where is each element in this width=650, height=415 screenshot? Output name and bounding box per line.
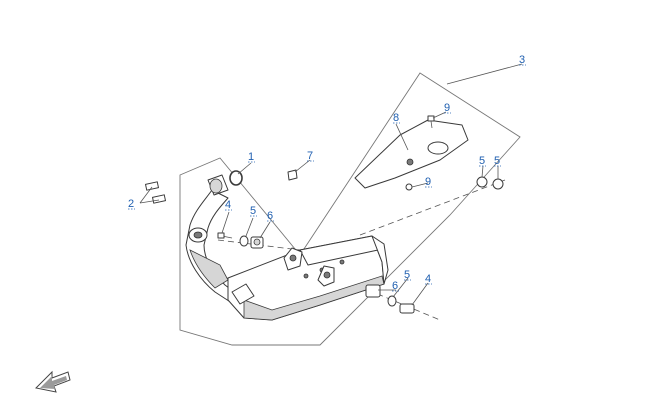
exhaust-tail (371, 235, 389, 285)
callout-5-lower[interactable]: 5 (404, 269, 410, 281)
bushing-lower (365, 284, 381, 298)
callout-6-lower[interactable]: 6 (392, 280, 398, 292)
washer-lower (387, 295, 397, 307)
callout-3[interactable]: 3 (519, 54, 525, 66)
callout-5-rear-1[interactable]: 5 (479, 155, 485, 167)
callout-9-upper[interactable]: 9 (444, 102, 450, 114)
heat-shield (354, 119, 469, 189)
screw-upper (427, 115, 435, 129)
callout-9-lower[interactable]: 9 (425, 176, 431, 188)
callout-1[interactable]: 1 (248, 151, 254, 163)
callout-5-front[interactable]: 5 (250, 205, 256, 217)
clip-bracket (287, 169, 298, 181)
muffler-bracket-front (283, 247, 303, 271)
bushing-front (250, 236, 264, 249)
callout-4-front[interactable]: 4 (225, 199, 231, 211)
callout-2[interactable]: 2 (128, 198, 134, 210)
header-pipe (185, 189, 243, 306)
bolt-lower (399, 303, 415, 314)
header-flange (207, 174, 229, 196)
axis-line-rear (359, 179, 506, 236)
washer-front (239, 235, 249, 247)
fwd-arrow-icon (34, 370, 71, 393)
assembly-outline (179, 72, 521, 346)
callout-labels: 3 1 2 4 5 6 7 8 9 9 5 5 5 6 4 (128, 54, 526, 292)
callout-6-front[interactable]: 6 (267, 210, 273, 222)
screw-lower (405, 183, 413, 191)
leader-lines (139, 63, 523, 306)
callout-5-rear-2[interactable]: 5 (494, 155, 500, 167)
muffler-body (227, 235, 385, 321)
callout-7[interactable]: 7 (307, 150, 313, 162)
muffler-bracket-mid (317, 265, 335, 287)
bolt-front (217, 232, 233, 239)
washer-rear-2 (492, 178, 504, 190)
callout-8[interactable]: 8 (393, 112, 399, 124)
gasket-ring (229, 170, 243, 186)
stud-bolts (145, 181, 166, 204)
washer-rear-1 (476, 176, 488, 188)
callout-4-lower[interactable]: 4 (425, 273, 431, 285)
